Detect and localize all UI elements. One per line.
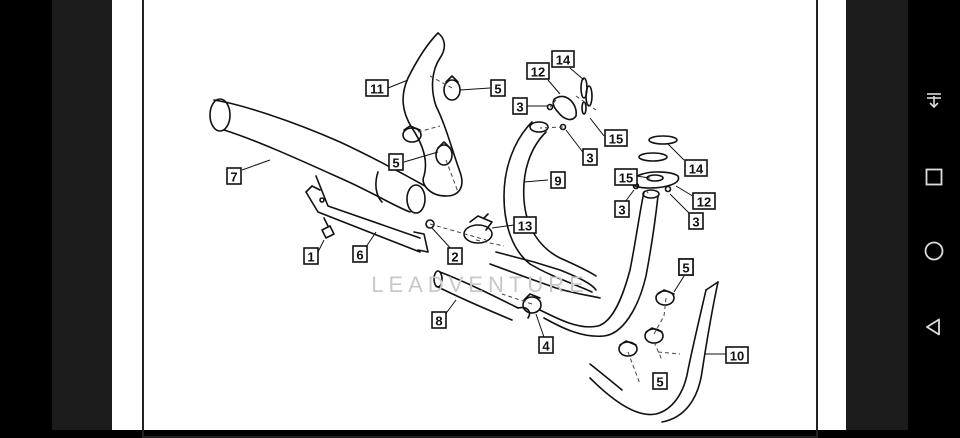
recent-apps-icon xyxy=(925,168,943,186)
back-button[interactable] xyxy=(908,305,960,349)
document-page xyxy=(112,0,846,430)
watermark-text: LEADVENTURE xyxy=(371,272,589,297)
part-5-clamp-right-a xyxy=(655,289,675,306)
svg-text:15: 15 xyxy=(609,132,623,147)
part-15-ring-upper xyxy=(581,101,587,115)
notification-pull-button[interactable] xyxy=(908,78,960,122)
svg-text:4: 4 xyxy=(542,339,550,354)
svg-text:15: 15 xyxy=(619,171,633,186)
svg-text:3: 3 xyxy=(516,100,523,115)
svg-text:6: 6 xyxy=(356,248,363,263)
part-7-muffler xyxy=(209,98,426,214)
part-1-bolt xyxy=(321,217,335,239)
left-bezel xyxy=(0,0,52,430)
callout-12: 12 xyxy=(526,62,550,80)
svg-text:12: 12 xyxy=(531,65,545,80)
callout-5: 5 xyxy=(490,79,506,97)
callout-3: 3 xyxy=(688,212,704,230)
part-5-clamp-mid-b xyxy=(435,141,453,166)
svg-text:12: 12 xyxy=(697,195,711,210)
svg-text:13: 13 xyxy=(518,219,532,234)
callout-5: 5 xyxy=(652,372,668,390)
svg-text:5: 5 xyxy=(682,261,689,276)
svg-text:5: 5 xyxy=(494,82,501,97)
callout-13: 13 xyxy=(513,216,537,234)
callout-2: 2 xyxy=(447,247,463,265)
svg-text:14: 14 xyxy=(556,53,571,68)
part-5-clamp-right-c xyxy=(618,340,638,357)
right-margin xyxy=(846,0,908,430)
callout-5: 5 xyxy=(388,153,404,171)
svg-text:7: 7 xyxy=(230,170,237,185)
home-icon xyxy=(924,241,944,261)
callout-12: 12 xyxy=(692,192,716,210)
svg-text:5: 5 xyxy=(656,375,663,390)
callout-3: 3 xyxy=(512,97,528,115)
left-margin xyxy=(52,0,112,430)
svg-text:3: 3 xyxy=(618,203,625,218)
callout-labels: 1151412315375914151233131625845510 xyxy=(226,50,749,390)
callout-1: 1 xyxy=(303,247,319,265)
part-2-nut xyxy=(425,219,435,229)
part-5-clamp-mid-a xyxy=(402,125,422,143)
part-8-pipe xyxy=(433,251,601,321)
part-5-clamp-top xyxy=(443,75,461,101)
svg-text:9: 9 xyxy=(554,174,561,189)
part-4-clamp xyxy=(522,293,542,314)
svg-text:10: 10 xyxy=(730,349,744,364)
back-icon xyxy=(926,318,940,336)
svg-text:2: 2 xyxy=(451,250,458,265)
callout-3: 3 xyxy=(614,200,630,218)
part-5-clamp-right-b xyxy=(644,327,664,344)
part-10-pipe xyxy=(539,189,719,423)
part-6-bracket xyxy=(305,175,429,253)
leader-lines xyxy=(241,67,726,355)
callout-14: 14 xyxy=(551,50,575,68)
svg-text:5: 5 xyxy=(392,156,399,171)
callout-5: 5 xyxy=(678,258,694,276)
part-14-gasket-upper xyxy=(580,77,593,107)
svg-text:3: 3 xyxy=(692,215,699,230)
alignment-lines xyxy=(417,75,681,385)
home-button[interactable] xyxy=(908,229,960,273)
android-navigation-bar xyxy=(908,0,960,430)
svg-text:3: 3 xyxy=(586,151,593,166)
callout-11: 11 xyxy=(365,79,389,97)
callout-10: 10 xyxy=(725,346,749,364)
svg-text:1: 1 xyxy=(307,250,314,265)
callout-4: 4 xyxy=(538,336,554,354)
svg-text:14: 14 xyxy=(689,162,704,177)
callout-8: 8 xyxy=(431,311,447,329)
part-11-pipe xyxy=(402,32,463,197)
notification-pull-icon xyxy=(927,93,941,109)
callout-15: 15 xyxy=(604,129,628,147)
callout-14: 14 xyxy=(684,159,708,177)
callout-3: 3 xyxy=(582,148,598,166)
svg-text:11: 11 xyxy=(370,82,384,97)
recent-apps-button[interactable] xyxy=(908,155,960,199)
part-12-flange-upper xyxy=(552,95,577,121)
callout-7: 7 xyxy=(226,167,242,185)
part-13-clamp xyxy=(463,213,493,244)
callout-15: 15 xyxy=(614,168,638,186)
part-14-gasket-lower xyxy=(638,135,678,162)
callout-6: 6 xyxy=(352,245,368,263)
svg-text:8: 8 xyxy=(435,314,442,329)
callout-9: 9 xyxy=(550,171,566,189)
